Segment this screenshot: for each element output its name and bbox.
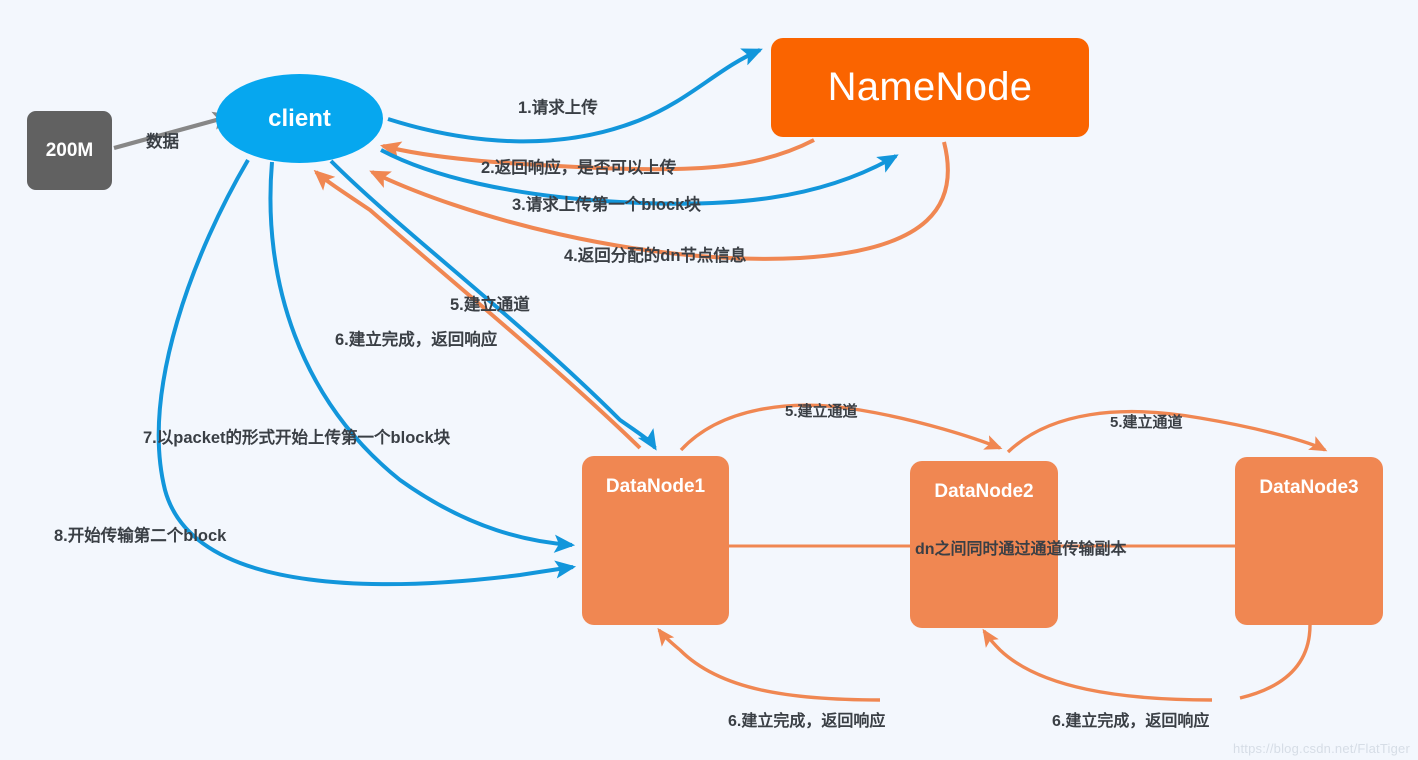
arrow-step6-dn3-to-dn2 <box>982 628 1213 702</box>
node-datanode1-label: DataNode1 <box>605 476 706 497</box>
node-source-label: 200M <box>45 139 94 161</box>
label-step6-dn2-dn1: 6.建立完成，返回响应 <box>728 713 886 730</box>
node-namenode[interactable]: NameNode <box>771 38 1089 137</box>
watermark: https://blog.csdn.net/FlatTiger <box>1233 741 1410 756</box>
label-step4: 4.返回分配的dn节点信息 <box>564 247 747 265</box>
label-step6-client: 6.建立完成，返回响应 <box>335 331 498 349</box>
label-dn-replica: dn之间同时通过通道传输副本 <box>915 541 1127 558</box>
arrow-step4-namenode-to-client <box>369 141 950 261</box>
label-step8: 8.开始传输第二个block <box>54 527 227 545</box>
arrow-step8-client-to-dn1 <box>156 158 577 587</box>
label-step5-dn1-dn2: 5.建立通道 <box>785 403 858 420</box>
label-step6-dn3-dn2: 6.建立完成，返回响应 <box>1052 713 1210 730</box>
arrow-step6-dn1-to-client <box>313 169 642 450</box>
node-source-200m[interactable]: 200M <box>27 111 112 190</box>
label-step2: 2.返回响应，是否可以上传 <box>481 159 677 177</box>
node-client[interactable]: client <box>216 74 383 163</box>
label-data: 数据 <box>146 133 179 151</box>
label-step1: 1.请求上传 <box>518 99 598 117</box>
label-step7: 7.以packet的形式开始上传第一个block块 <box>143 429 451 447</box>
arrow-step6-dn2-to-dn1 <box>657 627 881 702</box>
label-step5-dn2-dn3: 5.建立通道 <box>1110 414 1183 431</box>
line-dn3-bottom-tail <box>1239 624 1312 700</box>
node-client-label: client <box>268 104 331 132</box>
arrow-step7-client-to-dn1 <box>268 161 576 553</box>
arrow-data-to-client <box>113 111 235 151</box>
arrow-step5-dn2-to-dn3 <box>1006 409 1328 454</box>
arrow-step3-client-to-namenode <box>380 148 899 206</box>
arrow-step5-client-to-dn1 <box>329 159 657 451</box>
label-step3: 3.请求上传第一个block块 <box>512 196 701 214</box>
node-datanode2[interactable]: DataNode2 <box>910 461 1058 628</box>
arrow-step2-namenode-to-client <box>379 138 815 172</box>
label-step5-client: 5.建立通道 <box>450 296 530 314</box>
node-datanode3-label: DataNode3 <box>1259 477 1359 498</box>
arrow-step5-dn1-to-dn2 <box>679 403 1003 452</box>
arrow-step1-client-to-namenode <box>387 48 763 144</box>
node-datanode2-label: DataNode2 <box>934 481 1034 502</box>
node-namenode-label: NameNode <box>827 65 1033 109</box>
node-datanode3[interactable]: DataNode3 <box>1235 457 1383 625</box>
node-datanode1[interactable]: DataNode1 <box>582 456 729 625</box>
